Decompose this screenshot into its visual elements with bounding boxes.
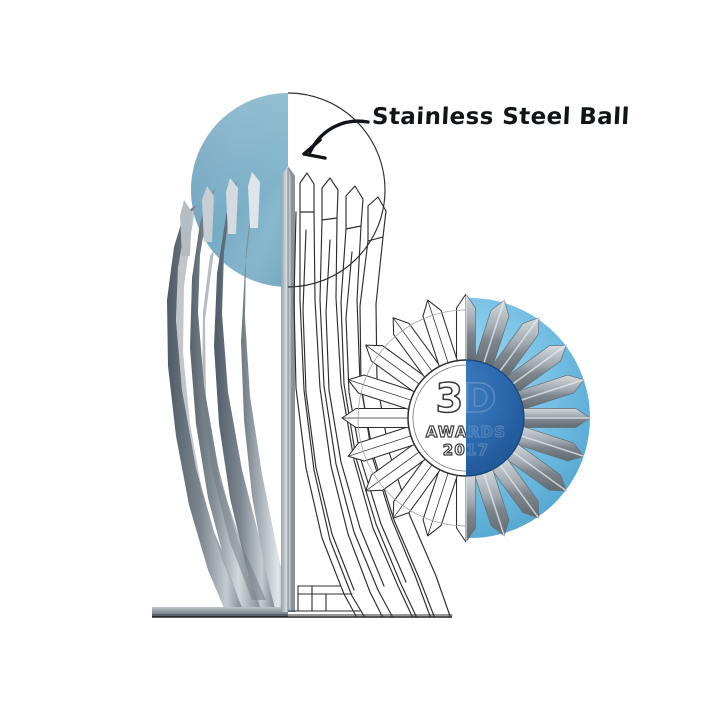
- medallion-spike-wireframe: [455, 293, 466, 363]
- medallion-spike-ridge: [498, 317, 540, 374]
- medallion-center-blue: [466, 359, 525, 477]
- stainless-steel-ball: [191, 93, 288, 287]
- trophy-rendered-half: [152, 93, 288, 618]
- medallion-spike-wireframe-ridge: [365, 344, 421, 386]
- trophy-center-blade: [281, 166, 295, 612]
- medallion-spike-wireframe-ridge: [427, 471, 450, 537]
- medallion-text-awards-ghost: AWARDS: [426, 423, 506, 441]
- ball-wireframe-outline: [288, 92, 386, 288]
- medallion-spike-wireframe-ridge: [365, 450, 421, 492]
- medallion-spikes-rendered: [466, 293, 591, 543]
- medallion-text-awards: AWARDS: [426, 423, 506, 441]
- medallion-text-2017-ghost: 2017: [443, 441, 490, 459]
- medallion-spike-ridge: [510, 344, 567, 386]
- trophy-base-wireframe: [288, 585, 453, 616]
- medallion-text-3d-ghost: 3D: [435, 376, 496, 422]
- medallion-spike-ridge: [519, 434, 585, 458]
- medallion-spike: [466, 473, 476, 543]
- medallion-spikes-wireframe: [341, 293, 466, 543]
- medallion-spike-wireframe-ridge: [427, 299, 450, 365]
- medallion-spike-ridge: [482, 471, 506, 537]
- medallion-center-text: 3D AWARDS 2017 3D AWARDS 2017: [425, 375, 506, 459]
- medallion-spike-wireframe-ridge: [392, 463, 434, 519]
- annotation-label: Stainless Steel Ball: [371, 104, 631, 130]
- medallion-center-wireframe: [407, 359, 466, 477]
- medallion-text-3d: 3D: [435, 376, 496, 422]
- medallion-spike-wireframe-ridge: [392, 317, 434, 373]
- medallion-spike-wireframe-ridge: [347, 434, 413, 457]
- trophy-inner-shade: [202, 250, 266, 600]
- medallion-text-2017: 2017: [443, 441, 490, 459]
- medallion-spike-ridge: [519, 378, 585, 402]
- medallion-spike-wireframe-ridge: [347, 379, 413, 402]
- curved-arrow-to-ball: [302, 119, 370, 160]
- medallion-spike-ridge: [498, 462, 540, 519]
- trophy-base-rendered: [152, 607, 288, 618]
- medallion-spike-ridge: [482, 299, 506, 365]
- medallion-spike-ridge: [510, 450, 567, 492]
